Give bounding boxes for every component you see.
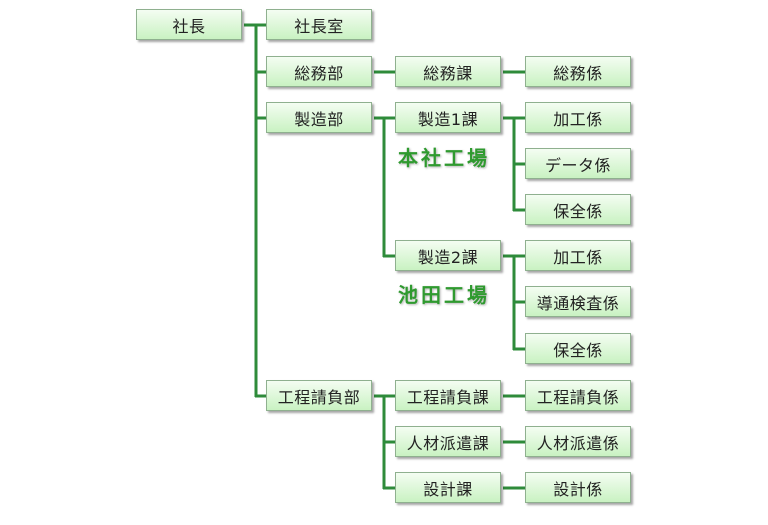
node-unit: 設計係 (525, 472, 631, 503)
node-manufacturing-2-section: 製造2課 (395, 240, 501, 271)
node-unit: 工程請負係 (525, 380, 631, 411)
node-president-office: 社長室 (266, 9, 372, 40)
node-unit: 導通検査係 (525, 286, 631, 317)
node-process-contract-dept: 工程請負部 (266, 380, 372, 411)
node-general-affairs-dept: 総務部 (266, 56, 372, 87)
node-unit: 加工係 (525, 102, 631, 133)
node-unit: 総務係 (525, 56, 631, 87)
site-label-ikeda-factory: 池田工場 (398, 283, 490, 307)
node-design-section: 設計課 (395, 472, 501, 503)
node-manufacturing-dept: 製造部 (266, 102, 372, 133)
site-label-head-office-factory: 本社工場 (398, 146, 490, 170)
node-general-affairs-section: 総務課 (395, 56, 501, 87)
node-manufacturing-1-section: 製造1課 (395, 102, 501, 133)
node-president: 社長 (136, 9, 242, 40)
node-process-contract-section: 工程請負課 (395, 380, 501, 411)
node-staffing-section: 人材派遣課 (395, 426, 501, 457)
node-unit: 保全係 (525, 194, 631, 225)
node-unit: 保全係 (525, 333, 631, 364)
node-unit: 人材派遣係 (525, 426, 631, 457)
node-unit: 加工係 (525, 240, 631, 271)
node-unit: データ係 (525, 148, 631, 179)
